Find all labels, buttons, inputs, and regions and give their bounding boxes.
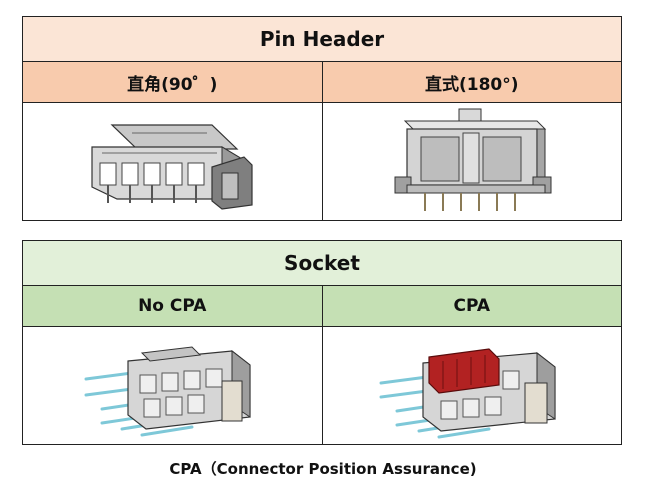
socket-title: Socket [22,240,622,286]
pin-header-table: Pin Header 直角(90゜) 直式(180°) [22,16,622,221]
pin-header-straight-cell [321,102,622,221]
pin-header-right-angle-cell [22,102,323,221]
right-angle-header-image [91,123,253,210]
pin-header-title: Pin Header [22,16,622,62]
socket-no-cpa-cell [22,326,323,445]
pin-header-right-angle-label: 直角(90゜) [22,61,323,103]
socket-cpa-image [379,347,556,438]
socket-cpa-cell [321,326,622,445]
socket-cpa-label: CPA [321,285,622,327]
straight-header-image [394,108,552,211]
socket-no-cpa-label: No CPA [22,285,323,327]
pin-header-straight-label: 直式(180°) [321,61,622,103]
socket-no-cpa-image [84,345,251,436]
caption: CPA（Connector Position Assurance) [169,460,477,478]
socket-table: Socket No CPA CPA [22,240,622,445]
